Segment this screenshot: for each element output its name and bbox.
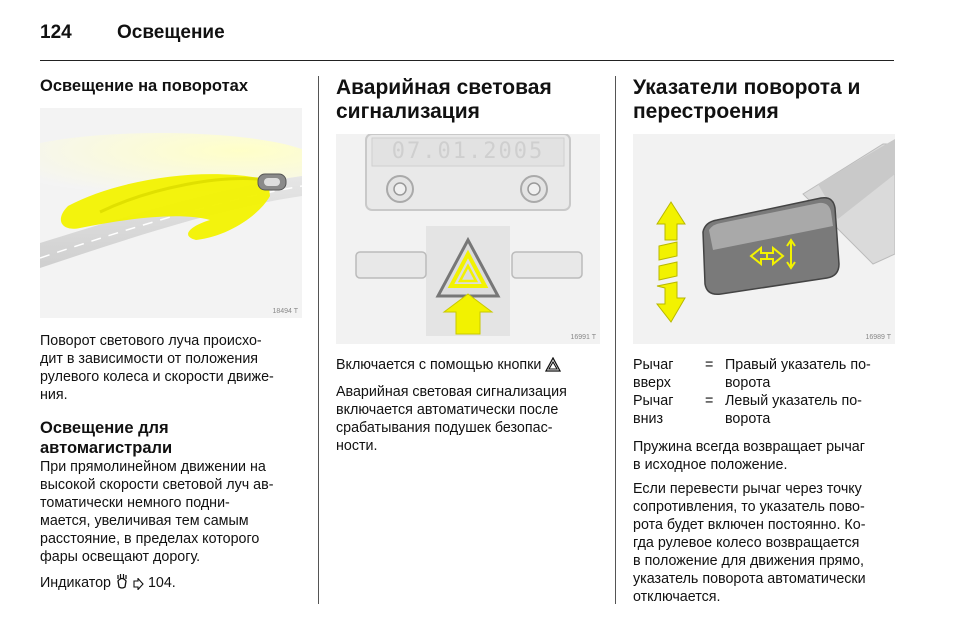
text-line: Пружина всегда возвращает рычаг [633, 439, 865, 455]
page-reference: 104. [147, 575, 176, 591]
page-header: 124 Освещение [40, 20, 894, 61]
heading-line: Аварийная световая [336, 76, 552, 99]
text-line: сопротивления, то указатель пово- [633, 499, 865, 515]
body-text: Поворот светового луча происхо- дит в за… [40, 332, 302, 404]
text-line: томатически немного подни- [40, 495, 230, 511]
hazard-switch-illustration [336, 134, 600, 344]
headlight-icon [115, 574, 129, 595]
figure-id: 16989 T [865, 334, 891, 341]
lever-positions-table: Рычаг вверх = Правый указатель по- ворот… [633, 356, 897, 428]
text-line: Правый указатель по- [725, 357, 871, 373]
body-text: При прямолинейном движении на высокой ск… [40, 458, 302, 566]
page-number: 124 [40, 22, 72, 43]
lever-description: Правый указатель по- ворота [725, 356, 897, 392]
text-line: в положение для движения прямо, [633, 553, 865, 569]
column-turn-signals: Указатели поворота и перестроения 16989 … [633, 76, 897, 606]
text-line: расстояние, в пределах которого [40, 531, 260, 547]
text-line: Аварийная световая сигнализация [336, 384, 567, 400]
heading-line: Указатели поворота и [633, 76, 861, 99]
text-line: фары освещают дорогу. [40, 549, 201, 565]
section-heading: Указатели поворота и перестроения [633, 76, 897, 124]
hazard-triangle-icon [545, 356, 562, 377]
text-line: ния. [40, 387, 68, 403]
hazard-switch-figure: 07.01.2005 16991 T [336, 134, 600, 344]
column-hazard-lights: Аварийная световая сигнализация 07.01.20… [336, 76, 600, 455]
body-text: Аварийная световая сигнализация включает… [336, 383, 600, 455]
text-line: дит в зависимости от положения [40, 351, 259, 367]
hazard-instruction: Включается с помощью кнопки [336, 356, 600, 377]
column-divider [318, 76, 319, 604]
clock-display: 07.01.2005 [391, 139, 545, 164]
heading-line: автомагистрали [40, 439, 173, 457]
body-text: Пружина всегда возвращает рычаг в исходн… [633, 438, 897, 474]
indicator-line: Индикатор 104. [40, 574, 302, 595]
page-ref-arrow-icon [133, 577, 144, 595]
heading-line: перестроения [633, 100, 779, 123]
figure-id: 16991 T [570, 334, 596, 341]
text-line: гда рулевое колесо возвращается [633, 535, 860, 551]
equals-sign: = [705, 357, 714, 373]
text-line: включается автоматически после [336, 402, 559, 418]
heading-line: сигнализация [336, 100, 480, 123]
text-line: рулевого колеса и скорости движе- [40, 369, 274, 385]
lever-label: Рычаг вверх [633, 356, 705, 392]
section-heading: Освещение для автомагистрали [40, 418, 302, 458]
page-title: Освещение [117, 22, 225, 43]
text-line: вниз [633, 411, 664, 427]
column-cornering-light: Освещение на поворотах 18494 T Поворот с… [40, 76, 302, 595]
text-line: высокой скорости световой луч ав- [40, 477, 274, 493]
turn-signal-lever-figure: 16989 T [633, 134, 895, 344]
lever-label: Рычаг вниз [633, 392, 705, 428]
body-text: Если перевести рычаг через точку сопроти… [633, 480, 897, 606]
text-line: указатель поворота автоматически [633, 571, 866, 587]
text-line: Если перевести рычаг через точку [633, 481, 862, 497]
cornering-light-illustration [40, 108, 302, 318]
heading-line: Освещение для [40, 419, 169, 437]
text-line: ности. [336, 438, 378, 454]
text-line: рота будет включен постоянно. Ко- [633, 517, 866, 533]
section-heading: Аварийная световая сигнализация [336, 76, 600, 124]
text-line: Включается с помощью кнопки [336, 357, 542, 373]
text-line: срабатывания подушек безопас- [336, 420, 553, 436]
text-line: При прямолинейном движении на [40, 459, 266, 475]
text-line: Рычаг [633, 357, 674, 373]
lever-description: Левый указатель по- ворота [725, 392, 897, 428]
column-divider [615, 76, 616, 604]
text-line: ворота [725, 411, 771, 427]
cornering-light-figure: 18494 T [40, 108, 302, 318]
section-heading: Освещение на поворотах [40, 77, 249, 95]
text-line: ворота [725, 375, 771, 391]
text-line: Поворот светового луча происхо- [40, 333, 262, 349]
text-line: отключается. [633, 589, 721, 605]
text-line: вверх [633, 375, 671, 391]
text-line: мается, увеличивая тем самым [40, 513, 249, 529]
text-line: в исходное положение. [633, 457, 788, 473]
text-line: Рычаг [633, 393, 674, 409]
equals-sign: = [705, 393, 714, 409]
indicator-label: Индикатор [40, 575, 111, 591]
turn-signal-lever-illustration [633, 134, 895, 344]
text-line: Левый указатель по- [725, 393, 862, 409]
figure-id: 18494 T [272, 308, 298, 315]
